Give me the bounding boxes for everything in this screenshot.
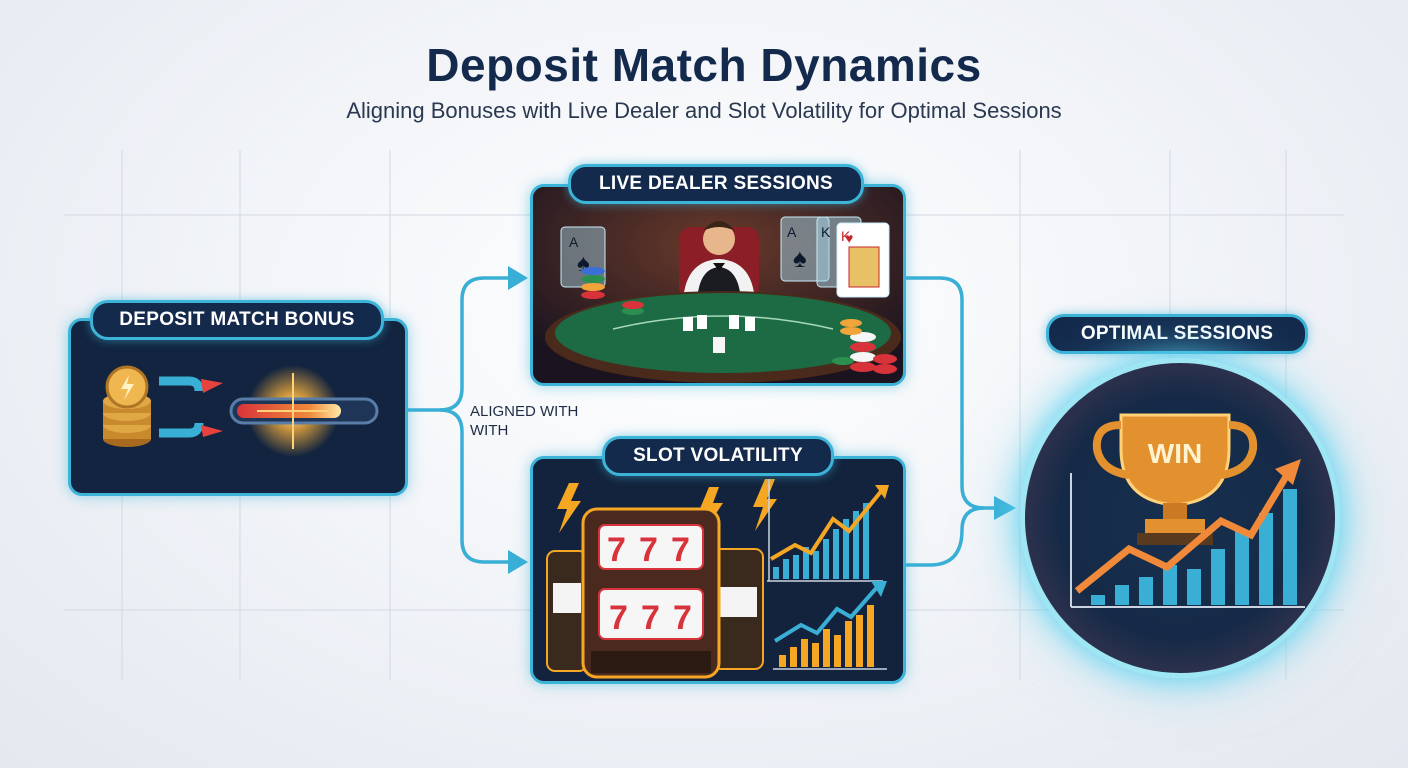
connector-label: ALIGNED WITH WITH [470,402,578,440]
svg-text:A: A [787,224,797,240]
deposit-match-label: DEPOSIT MATCH BONUS [90,300,384,340]
connector-label-line1: ALIGNED WITH [470,403,579,420]
svg-text:7: 7 [641,599,660,637]
page-subtitle: Aligning Bonuses with Live Dealer and Sl… [346,98,1062,123]
trend-arrow-icon [871,581,887,597]
bar-chart-icon [773,581,887,670]
live-dealer-illustration: A ♠ A ♠ K K ♥ [533,187,903,383]
coin-stack-icon [103,365,151,447]
live-dealer-panel: A ♠ A ♠ K K ♥ [530,184,906,386]
trend-arrow-icon [875,485,889,499]
bar-chart-icon [767,479,889,582]
svg-text:♥: ♥ [845,230,853,246]
slot-illustration: 7 7 7 7 7 7 [533,459,903,681]
slot-machine-icon: 7 7 7 7 7 7 [546,507,764,679]
magnet-icon [159,376,223,438]
poker-chips-icon [581,267,897,374]
svg-text:7: 7 [609,599,628,637]
svg-text:K: K [841,228,851,244]
optimal-sessions-label: OPTIMAL SESSIONS [1046,314,1308,354]
optimal-illustration: WIN [1070,413,1305,608]
svg-text:K: K [821,224,831,240]
slot-reel-1: 7 [607,531,626,569]
optimal-sessions-circle: WIN [1020,358,1340,678]
connector-label-line2: WITH [470,422,509,439]
slot-volatility-label: SLOT VOLATILITY [602,436,834,476]
win-badge: WIN [1148,438,1202,469]
playing-cards-icon: A ♠ A ♠ K K ♥ [560,216,890,298]
card-table [545,291,901,383]
trend-arrow-icon [1275,459,1301,485]
svg-text:7: 7 [673,599,692,637]
slot-reel-2: 7 [639,531,658,569]
page-title: Deposit Match Dynamics [426,39,982,91]
trophy-icon: WIN [1092,413,1258,545]
bar-chart-icon [1091,489,1297,605]
live-dealer-label: LIVE DEALER SESSIONS [568,164,864,204]
svg-text:A: A [569,234,579,250]
slot-reel-3: 7 [671,531,690,569]
slot-volatility-panel: 7 7 7 7 7 7 [530,456,906,684]
deposit-illustration [103,365,379,457]
svg-text:♠: ♠ [793,243,807,273]
deposit-match-panel [68,318,408,496]
